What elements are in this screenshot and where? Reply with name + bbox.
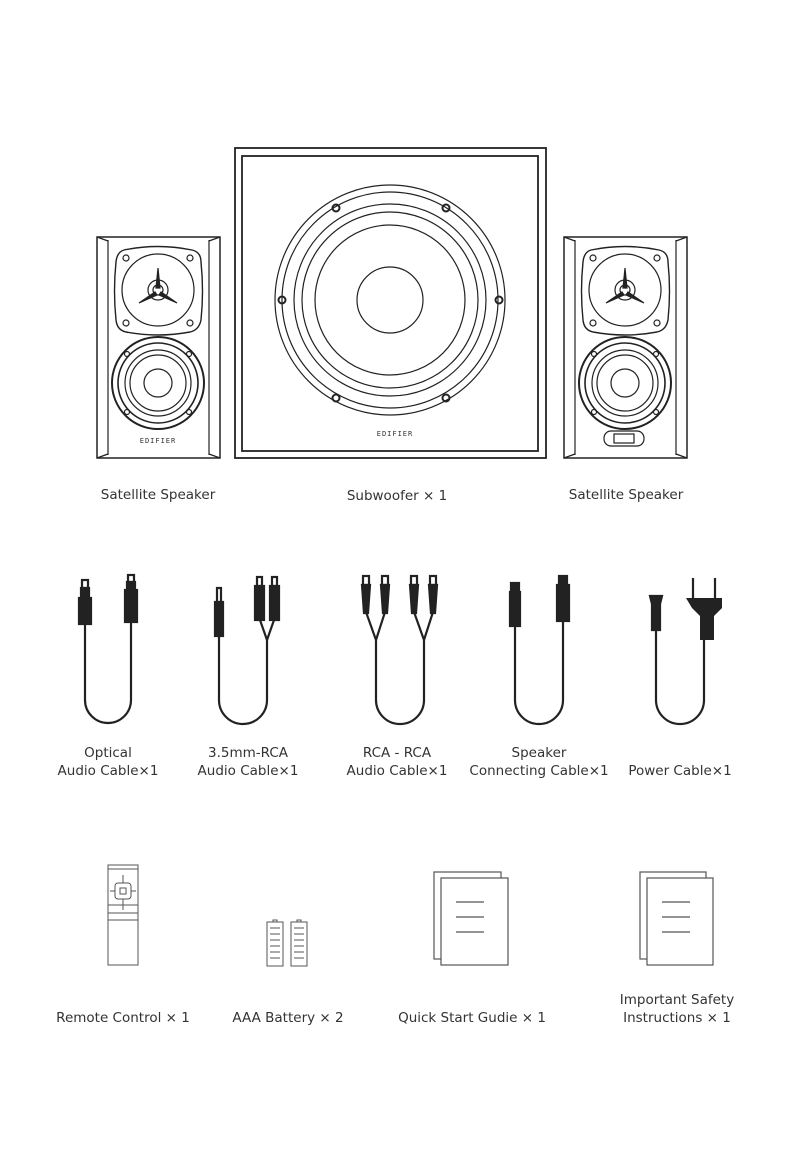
power-cable-label: Power Cable×1 xyxy=(628,763,732,779)
brand-logo: EDIFIER xyxy=(377,430,414,438)
3-5mm-rca-cable-label: 3.5mm-RCA Audio Cable×1 xyxy=(198,744,299,780)
speaker-connecting-cable-icon xyxy=(508,574,571,726)
subwoofer-icon: EDIFIER xyxy=(234,147,547,459)
aaa-battery-label: AAA Battery × 2 xyxy=(232,1010,344,1026)
optical-cable-icon xyxy=(77,573,139,725)
label-line: Audio Cable×1 xyxy=(57,763,159,779)
satellite-speaker-right-label: Satellite Speaker xyxy=(568,487,684,503)
safety-instructions-icon xyxy=(639,871,714,966)
label-line: Speaker xyxy=(511,745,567,761)
satellite-speaker-left-label: Satellite Speaker xyxy=(100,487,216,503)
brand-logo: EDIFIER xyxy=(140,437,177,445)
label-line: Connecting Cable×1 xyxy=(469,763,609,779)
label-line: Optical xyxy=(84,745,132,761)
label-line: Important Safety xyxy=(619,992,735,1008)
label-line: Audio Cable×1 xyxy=(197,763,299,779)
3-5mm-rca-cable-icon xyxy=(213,575,281,726)
label-line: 3.5mm-RCA xyxy=(207,745,289,761)
satellite-speaker-left-icon: EDIFIER xyxy=(96,236,221,459)
rca-rca-cable-label: RCA - RCA Audio Cable×1 xyxy=(347,744,448,780)
power-cable-icon xyxy=(648,578,722,726)
label-line: Instructions × 1 xyxy=(623,1010,731,1026)
rca-rca-cable-icon xyxy=(360,574,439,726)
quick-start-guide-label: Quick Start Gudie × 1 xyxy=(398,1010,546,1026)
label-line: RCA - RCA xyxy=(362,745,432,761)
remote-control-icon xyxy=(107,864,139,966)
aaa-battery-icon xyxy=(266,919,308,967)
quick-start-guide-icon xyxy=(433,871,509,966)
satellite-speaker-right-icon xyxy=(563,236,688,459)
label-line: Audio Cable×1 xyxy=(346,763,448,779)
remote-control-label: Remote Control × 1 xyxy=(56,1010,190,1026)
subwoofer-label: Subwoofer × 1 xyxy=(346,488,448,504)
